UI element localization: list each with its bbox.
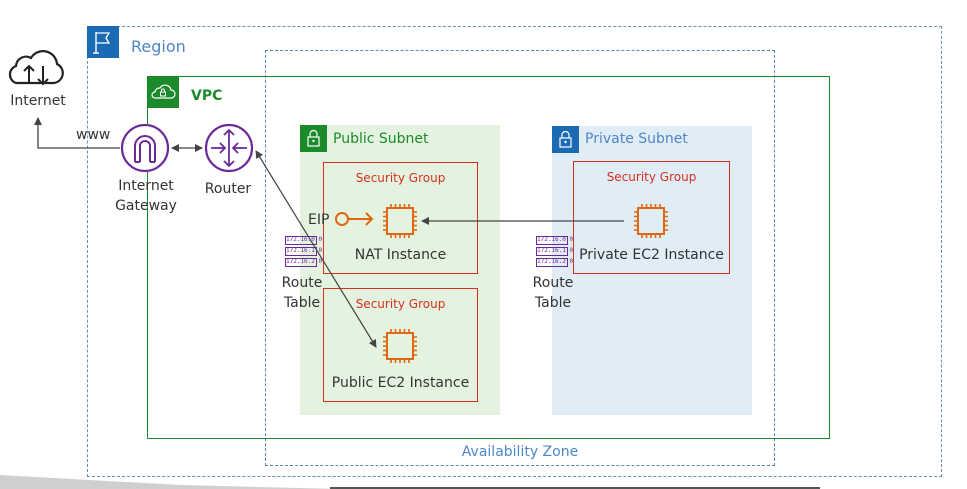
security-group-public: Security Group Public EC2 Instance — [323, 288, 478, 402]
public-subnet-badge — [300, 125, 327, 152]
internet-gateway-label: Internet Gateway — [108, 176, 184, 216]
route-entry: 172.16.0.0 — [536, 236, 574, 245]
eip-icon — [335, 212, 374, 226]
nat-instance-ec2-icon — [383, 204, 417, 238]
internet-gateway-icon — [120, 123, 170, 173]
region-label: Region — [131, 37, 186, 56]
availability-zone-label: Availability Zone — [461, 444, 579, 460]
igw-to-internet-connector — [34, 117, 120, 149]
route-entry: 172.16.1.0 — [536, 247, 574, 256]
route-table-private-label: Route Table — [529, 273, 577, 313]
region-boundary — [87, 26, 942, 477]
private-subnet-label: Private Subnet — [585, 131, 688, 147]
region-badge — [87, 26, 119, 58]
route-entry: 172.16.2.0 — [536, 258, 574, 267]
vpc-boundary — [147, 76, 830, 439]
route-table-label-line: Table — [534, 295, 572, 311]
vpc-badge — [147, 76, 179, 108]
cloud-lock-icon — [151, 84, 176, 99]
igw-label-line: Internet — [118, 178, 174, 194]
flag-icon — [93, 32, 111, 54]
cloud-upload-download-icon — [8, 50, 64, 86]
route-table-label-line: Route — [532, 275, 574, 291]
public-ec2-instance-label: Public EC2 Instance — [331, 375, 470, 391]
private-subnet-badge — [552, 126, 579, 153]
private-ec2-instance-label: Private EC2 Instance — [579, 247, 724, 263]
public-ec2-router-connector — [255, 150, 377, 348]
security-group-label: Security Group — [606, 170, 697, 184]
www-label: www — [76, 127, 111, 143]
public-subnet-label: Public Subnet — [333, 131, 429, 147]
igw-label-line: Gateway — [115, 198, 177, 214]
lock-icon — [307, 129, 320, 147]
route-table-private-icon: 172.16.0.0 172.16.1.0 172.16.2.0 — [536, 236, 574, 269]
public-ec2-icon — [383, 329, 417, 363]
private-ec2-icon — [634, 204, 668, 238]
lock-icon — [559, 130, 572, 148]
vpc-label: VPC — [191, 88, 223, 104]
nat-instance-label: NAT Instance — [354, 247, 447, 263]
private-subnet — [552, 126, 752, 415]
internet-label: Internet — [10, 93, 66, 109]
slide-shadow — [0, 475, 340, 489]
security-group-label: Security Group — [355, 171, 446, 185]
security-group-private: Security Group Private EC2 Instance — [573, 161, 730, 274]
security-group-label: Security Group — [355, 297, 446, 311]
router-icon — [204, 123, 254, 173]
router-label: Router — [204, 181, 252, 197]
footer-divider — [330, 487, 820, 489]
